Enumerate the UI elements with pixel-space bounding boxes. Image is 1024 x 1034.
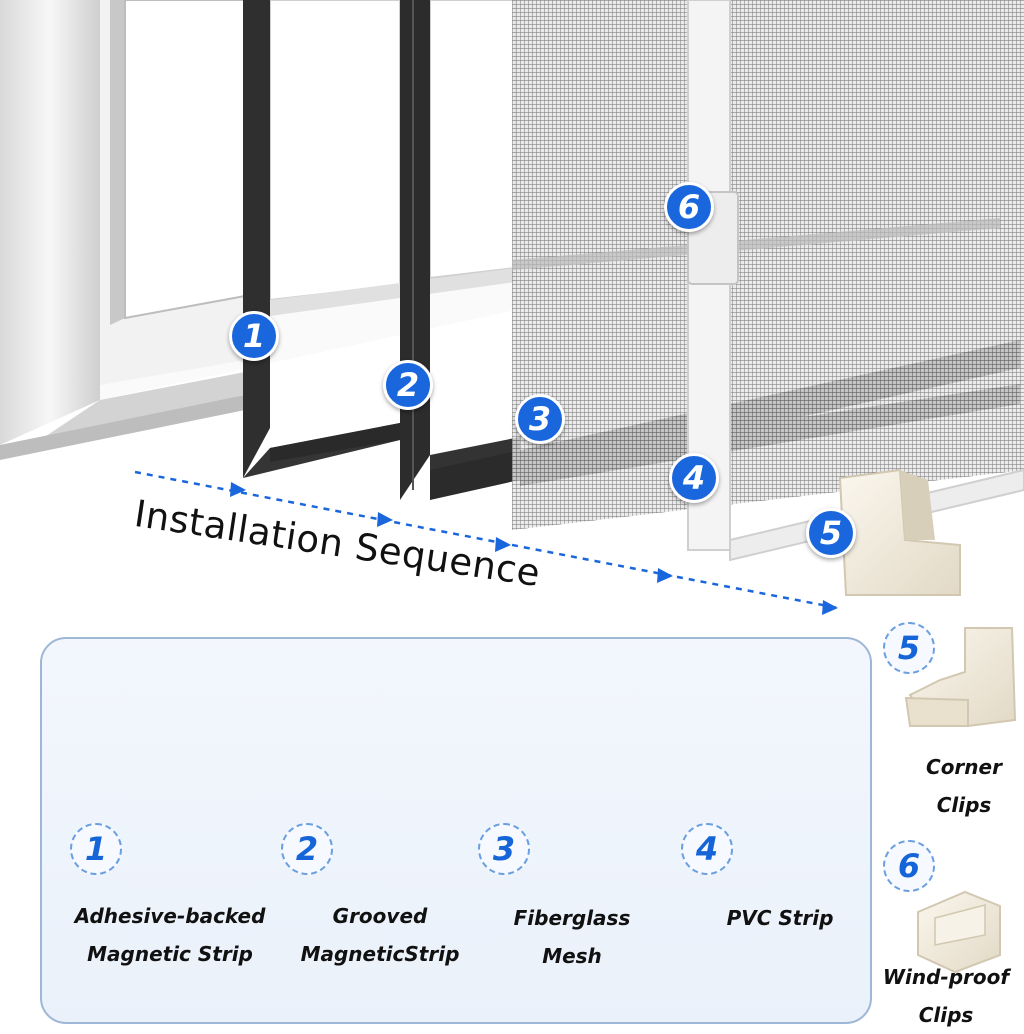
component-number-3: 3 <box>478 823 530 875</box>
photo-marker-6: 6 <box>664 182 714 232</box>
side-component-label-5-line1: Corner <box>926 755 1002 779</box>
component-label-3: Fiberglass Mesh <box>497 899 647 975</box>
side-component-label-5: Corner Clips <box>914 748 1014 824</box>
component-label-2-line2: MagneticStrip <box>300 942 460 966</box>
component-label-2-line1: Grooved <box>332 904 428 928</box>
corner-clip-icon <box>904 627 1017 728</box>
photo-marker-3: 3 <box>515 394 565 444</box>
photo-marker-2: 2 <box>383 360 433 410</box>
component-label-3-line1: Fiberglass <box>513 906 631 930</box>
component-label-1-line2: Magnetic Strip <box>87 942 253 966</box>
component-label-1-line1: Adhesive-backed <box>74 904 266 928</box>
side-component-label-5-line2: Clips <box>936 793 992 817</box>
photo-marker-4: 4 <box>669 453 719 503</box>
corner-clip-in-scene <box>838 468 961 596</box>
components-panel <box>40 637 872 1024</box>
side-component-label-6-line1: Wind-proof <box>882 965 1010 989</box>
side-component-label-6-line2: Clips <box>918 1003 974 1027</box>
side-component-label-6: Wind-proof Clips <box>880 958 1012 1034</box>
photo-marker-5: 5 <box>806 508 856 558</box>
component-label-4-line1: PVC Strip <box>726 906 834 930</box>
side-component-number-6: 6 <box>883 840 935 892</box>
component-label-1: Adhesive-backed Magnetic Strip <box>60 897 280 973</box>
fiberglass-mesh-panel <box>512 0 1024 530</box>
side-component-number-5: 5 <box>883 622 935 674</box>
component-label-2: Grooved MagneticStrip <box>290 897 470 973</box>
component-label-4: PVC Strip <box>710 899 850 937</box>
component-number-2: 2 <box>281 823 333 875</box>
component-number-4: 4 <box>681 823 733 875</box>
sequence-arrow <box>134 470 839 615</box>
windproof-clip-icon <box>917 890 1001 974</box>
photo-marker-1: 1 <box>229 311 279 361</box>
window-glass <box>269 0 516 316</box>
component-label-3-line2: Mesh <box>542 944 602 968</box>
component-number-1: 1 <box>70 823 122 875</box>
